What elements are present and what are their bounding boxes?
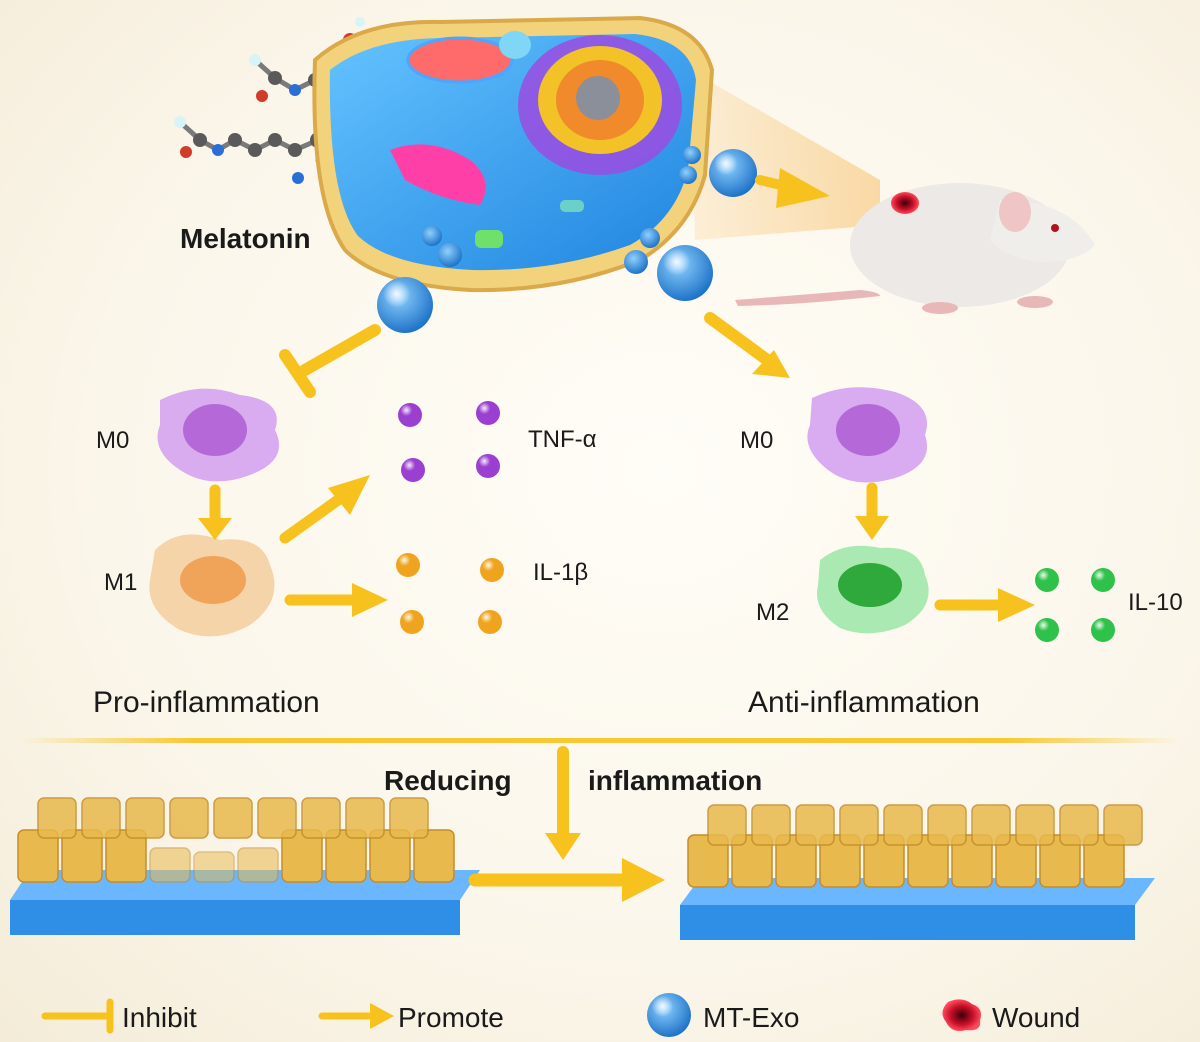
arrow-m1-to-tnf — [279, 475, 370, 544]
anti-inflammation-label: Anti-inflammation — [748, 686, 980, 719]
melatonin-label: Melatonin — [180, 223, 311, 254]
legend-mt-exo-label: MT-Exo — [703, 1002, 799, 1033]
il-10-label: IL-10 — [1128, 589, 1183, 616]
inflammation-label: inflammation — [588, 765, 762, 796]
rat-illustration — [735, 183, 1095, 314]
m1-macrophage — [149, 534, 275, 637]
stem-cell-illustration — [312, 15, 715, 293]
m0-left-label: M0 — [96, 427, 129, 454]
il-10-beads — [1035, 568, 1115, 642]
m0-macrophage-right — [807, 387, 927, 483]
arrow-tissue-healing — [468, 858, 665, 902]
healed-tissue-block — [680, 804, 1155, 940]
wounded-tissue-block — [10, 797, 480, 935]
mt-exo-legend-icon — [647, 993, 691, 1037]
m1-label: M1 — [104, 569, 137, 596]
arrow-m0-to-m2 — [855, 482, 889, 540]
promote-arrow-to-m0 — [704, 312, 790, 378]
il-1beta-beads — [396, 553, 504, 634]
reducing-label: Reducing — [384, 765, 512, 796]
m2-label: M2 — [756, 599, 789, 626]
tnf-alpha-beads — [398, 401, 500, 482]
arrow-m0-to-m1 — [198, 484, 232, 540]
m2-macrophage — [816, 545, 929, 634]
exosome-cluster-icon — [377, 146, 757, 333]
promote-legend-icon — [318, 1003, 394, 1029]
il-1beta-label: IL-1β — [533, 559, 588, 586]
m0-right-label: M0 — [740, 427, 773, 454]
section-divider — [20, 738, 1180, 743]
legend-promote-label: Promote — [398, 1002, 504, 1033]
arrow-to-rat — [755, 168, 830, 208]
arrow-m1-to-il1b — [284, 583, 388, 617]
inhibit-legend-icon — [41, 998, 114, 1034]
arrow-reducing-inflammation — [545, 746, 581, 860]
legend-wound-label: Wound — [992, 1002, 1080, 1033]
arrow-m2-to-il10 — [934, 588, 1035, 622]
pro-inflammation-label: Pro-inflammation — [93, 686, 320, 719]
tnf-alpha-label: TNF-α — [528, 426, 597, 453]
legend: Inhibit Promote MT-Exo Wound — [41, 993, 1080, 1037]
inhibit-arrow-to-m0 — [279, 324, 381, 398]
m0-macrophage-left — [157, 388, 280, 482]
zoom-beam — [690, 70, 880, 240]
wound-legend-icon — [942, 999, 981, 1031]
legend-inhibit-label: Inhibit — [122, 1002, 197, 1033]
